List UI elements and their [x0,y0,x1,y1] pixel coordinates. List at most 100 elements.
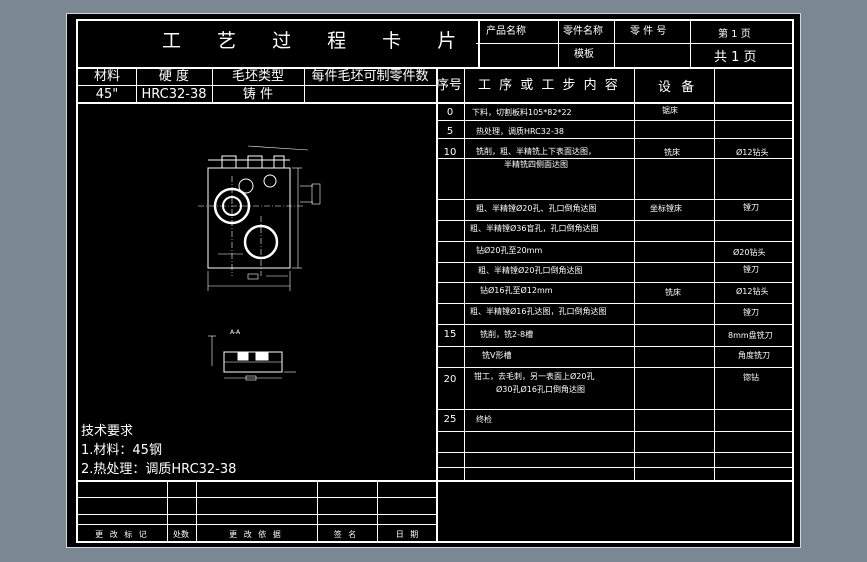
row-line [438,409,792,410]
row-content: 粗、半精镗Ø20孔、孔口倒角达图 [476,204,597,213]
row-line [438,367,792,368]
card-title: 工 艺 过 程 卡 片 [162,30,472,52]
footer-line-3 [78,524,436,525]
row-line [438,452,792,453]
material-value: 45" [95,87,119,102]
row-line [438,303,792,304]
process-col-content [634,67,635,481]
row-content: 下料，切割板料105*82*22 [472,108,572,117]
footer-col-3 [317,480,318,543]
material-col-1 [136,67,137,104]
product-name-label: 产品名称 [486,26,526,37]
title-right-line [478,21,480,69]
row-equipment: 坐标镗床 [650,204,682,213]
footer-col-1 [167,480,168,543]
footer-line-1 [78,497,436,498]
main-vertical-divider [436,67,438,543]
process-col-equip [714,67,715,481]
footer-signature: 签 名 [333,530,359,539]
material-col-2 [212,67,213,104]
header-mid-line [476,43,792,44]
row-no: 10 [443,147,457,158]
process-col-no [464,67,465,481]
part-name-label: 零件名称 [563,26,603,37]
parts-per-blank-header: 每件毛坯可制零件数 [311,69,429,84]
title-block-frame: 工 艺 过 程 卡 片 产品名称 零件名称 零 件 号 第 1 页 模板 共 1… [76,19,794,543]
header-col-3 [690,21,691,69]
row-content: 铣削，铣2-8槽 [480,330,534,339]
footer-count: 处数 [173,530,189,539]
section-label: A-A [230,329,241,336]
row-tool: Ø20钻头 [733,248,766,257]
hardness-value: HRC32-38 [141,87,207,102]
row-content: 钻Ø16孔至Ø12mm [480,286,553,295]
part-drawing-section-view [208,335,296,381]
footer-top-line [78,480,436,482]
tech-requirement-item: 1.材料：45钢 [81,443,162,458]
row-line [438,324,792,325]
row-line [438,199,792,200]
row-content: 热处理，调质HRC32-38 [476,127,565,136]
row-no: 20 [443,374,457,385]
material-header: 材料 [93,69,121,84]
part-drawing-main-view [198,145,321,291]
blank-type-header: 毛坯类型 [231,69,285,84]
footer-col-4 [377,480,378,543]
row-tool: 镗刀 [743,308,759,317]
tech-requirements-title: 技术要求 [81,424,134,439]
process-bottom-line [436,480,792,482]
row-content: 粗、半精镗Ø16孔达图，孔口倒角达图 [470,307,607,316]
equipment-header: 设 备 [658,80,698,95]
header-col-1 [558,21,559,69]
material-bottom-line [78,102,792,104]
process-content-header: 工 序 或 工 步 内 容 [478,78,620,93]
row-tool: 8mm盘铣刀 [728,331,773,340]
row-content: 钳工，去毛刺，另一表面上Ø20孔 [474,372,595,381]
row-content: 铣V形槽 [482,351,512,360]
seq-no-header: 序号 [436,78,463,93]
row-content: 铣削，粗、半精铣上下表面达图， [476,147,596,156]
footer-change-mark: 更 改 标 记 [95,530,149,539]
footer-change-basis: 更 改 依 据 [229,530,283,539]
row-line [438,467,792,468]
header-col-2 [614,21,615,69]
row-tool: 角度铣刀 [738,351,770,360]
part-name-value: 模板 [574,49,594,60]
footer-date: 日 期 [395,530,421,539]
row-tool: 镗刀 [743,265,759,274]
part-number-label: 零 件 号 [630,26,667,37]
row-line [438,138,792,139]
row-no: 5 [446,126,454,137]
row-line [438,241,792,242]
row-line [438,262,792,263]
total-pages-label: 共 1 页 [714,50,757,65]
row-content: 钻Ø20孔至20mm [476,246,543,255]
footer-line-2 [78,514,436,515]
material-col-3 [304,67,305,104]
header-divider [78,67,792,69]
row-no: 25 [443,414,457,425]
row-equipment: 铣床 [664,148,680,157]
hardness-header: 硬 度 [158,69,190,84]
row-line [438,431,792,432]
row-line [438,282,792,283]
row-content: 粗、半精镗Ø36盲孔，孔口倒角达图 [470,224,599,233]
row-no: 15 [443,329,457,340]
row-line [438,220,792,221]
drawing-sheet: 工 艺 过 程 卡 片 产品名称 零件名称 零 件 号 第 1 页 模板 共 1… [66,13,801,548]
row-tool: Ø12钻头 [736,287,769,296]
blank-type-value: 铸 件 [242,87,274,102]
row-content: 粗、半精镗Ø20孔口倒角达图 [478,266,583,275]
material-row-divider [78,85,436,86]
row-tool: Ø12钻头 [736,148,769,157]
row-tool: 锪钻 [743,373,759,382]
row-content: 终检 [476,415,492,424]
row-equipment: 铣床 [665,288,681,297]
row-no: 0 [446,107,454,118]
row-equipment: 锯床 [662,106,678,115]
row-line [438,158,792,159]
row-line [438,346,792,347]
row-tool: 镗刀 [743,203,759,212]
row-content-line2: Ø30孔Ø16孔口倒角达图 [496,385,585,394]
row-content-line2: 半精铣四侧面达图 [504,160,568,169]
